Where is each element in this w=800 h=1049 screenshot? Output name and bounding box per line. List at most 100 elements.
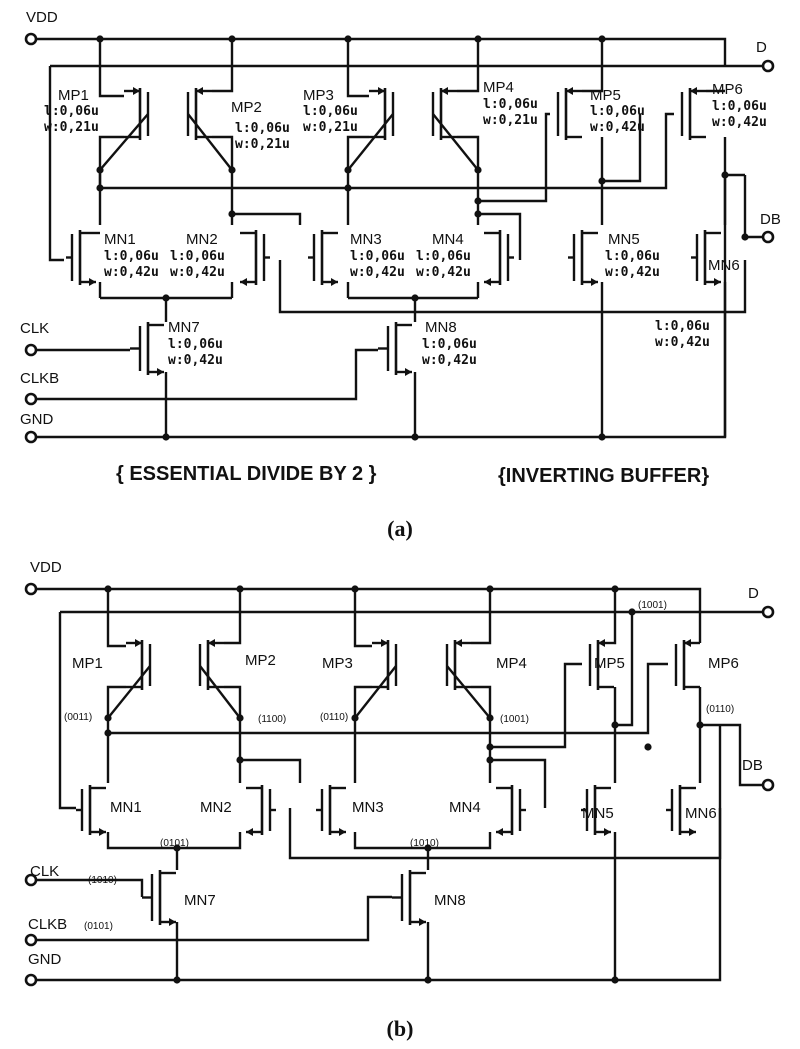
wire <box>35 173 745 439</box>
port-terminal <box>24 392 38 406</box>
wire <box>478 212 522 260</box>
mn2-length: l:0,06u <box>170 249 225 264</box>
state-n6: (1010) <box>410 838 439 849</box>
caption-a: (a) <box>387 516 413 541</box>
b-clk-label: CLK <box>30 863 59 880</box>
b-mn2-label: MN2 <box>200 799 232 816</box>
source-arrow <box>135 639 142 647</box>
source-arrow <box>690 87 697 95</box>
mn4-label: MN4 <box>432 231 464 248</box>
source-arrow <box>684 639 691 647</box>
mp4-symbol <box>431 87 457 140</box>
b-d-label: D <box>748 585 759 602</box>
b-mn6-label: MN6 <box>685 805 717 822</box>
source-arrow <box>689 828 696 836</box>
wire <box>457 135 480 225</box>
junction-dot <box>344 184 352 192</box>
source-arrow <box>566 87 573 95</box>
mn3-label: MN3 <box>350 231 382 248</box>
divide-by-2-title: { ESSENTIAL DIVIDE BY 2 } <box>116 463 377 485</box>
mp2-width: w:0,21u <box>235 137 290 152</box>
source-arrow <box>133 87 140 95</box>
mn3-symbol <box>308 230 338 286</box>
source-arrow <box>381 639 388 647</box>
port-terminal <box>24 933 38 947</box>
b-mp5-symbol <box>588 639 614 690</box>
wire <box>98 39 124 98</box>
mp5-label: MP5 <box>590 87 621 104</box>
mp3-label: MP3 <box>303 87 334 104</box>
wire <box>100 112 674 190</box>
state-d: (1001) <box>638 600 667 611</box>
wire <box>106 589 126 648</box>
junction-dot <box>486 743 494 751</box>
mp6-label: MP6 <box>712 81 743 98</box>
db-label: DB <box>760 211 781 228</box>
b-db-label: DB <box>742 757 763 774</box>
source-arrow <box>405 368 412 376</box>
mp2-length: l:0,06u <box>235 121 290 136</box>
mn7-length: l:0,06u <box>168 337 223 352</box>
wire <box>346 135 369 225</box>
junction-dot <box>173 976 181 984</box>
wire <box>199 665 241 719</box>
wire <box>353 589 372 648</box>
mn7-label: MN7 <box>168 319 200 336</box>
source-arrow <box>419 918 426 926</box>
wire <box>432 113 479 171</box>
port-terminal <box>24 343 38 357</box>
b-mn5-label: MN5 <box>582 805 614 822</box>
source-arrow <box>99 828 106 836</box>
junction-dot <box>474 210 482 218</box>
junction-dot <box>236 756 244 764</box>
b-mn2-symbol <box>246 785 276 836</box>
mp5-length: l:0,06u <box>590 104 645 119</box>
mn7-symbol <box>130 322 164 376</box>
mn1-symbol <box>66 230 96 286</box>
mp1-length: l:0,06u <box>44 104 99 119</box>
mn3-width: w:0,42u <box>350 265 405 280</box>
port-terminal <box>24 32 38 46</box>
wire <box>582 39 604 93</box>
wire <box>354 665 397 719</box>
junction-dot <box>611 721 619 729</box>
junction-dot <box>104 714 112 722</box>
mp4-label: MP4 <box>483 79 514 96</box>
wire <box>224 589 242 645</box>
wire <box>187 113 233 171</box>
source-arrow <box>496 828 503 836</box>
caption-b: (b) <box>387 1016 414 1041</box>
b-gnd-label: GND <box>28 951 62 968</box>
junction-dot <box>696 721 704 729</box>
mp5-symbol <box>556 87 582 140</box>
clk-label: CLK <box>20 320 49 337</box>
junction-dot <box>424 844 432 852</box>
wire <box>98 135 124 225</box>
b-mn1-symbol <box>76 785 106 836</box>
source-arrow <box>378 87 385 95</box>
wire <box>613 589 617 645</box>
wire <box>446 665 491 719</box>
wire <box>471 685 492 783</box>
mp3-width: w:0,21u <box>303 120 358 135</box>
wire <box>457 39 480 93</box>
junction-dot <box>411 294 419 302</box>
junction-dot <box>721 171 729 179</box>
mn1-width: w:0,42u <box>104 265 159 280</box>
d-label: D <box>756 39 767 56</box>
mp3-length: l:0,06u <box>303 104 358 119</box>
mp3-symbol <box>369 87 395 140</box>
mn6-width: w:0,42u <box>655 335 710 350</box>
mn4-width: w:0,42u <box>416 265 471 280</box>
wire <box>224 685 242 783</box>
b-mn7-symbol <box>142 870 176 926</box>
mn1-label: MN1 <box>104 231 136 248</box>
wire <box>35 725 722 982</box>
junction-dot <box>162 294 170 302</box>
b-clkb-label: CLKB <box>28 916 67 933</box>
state-n4: (1001) <box>500 714 529 725</box>
junction-dot <box>611 976 619 984</box>
mn8-width: w:0,42u <box>422 353 477 368</box>
